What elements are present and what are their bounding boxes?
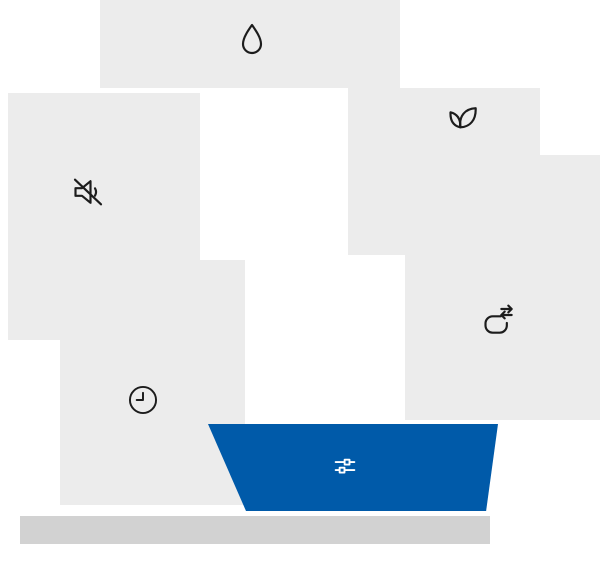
plug-sync-arrows-icon bbox=[476, 302, 516, 342]
scroll-indicator bbox=[20, 516, 490, 544]
eco-leaves-icon bbox=[439, 93, 479, 133]
tile-timer[interactable] bbox=[60, 260, 245, 505]
speaker-mute-icon bbox=[68, 172, 108, 212]
water-drop-icon bbox=[235, 22, 269, 62]
settings-sliders-icon bbox=[330, 451, 360, 481]
tile-settings-selected[interactable] bbox=[208, 424, 498, 511]
tile-connect[interactable] bbox=[405, 155, 600, 420]
tile-water[interactable] bbox=[100, 0, 400, 88]
clock-icon bbox=[125, 382, 161, 418]
